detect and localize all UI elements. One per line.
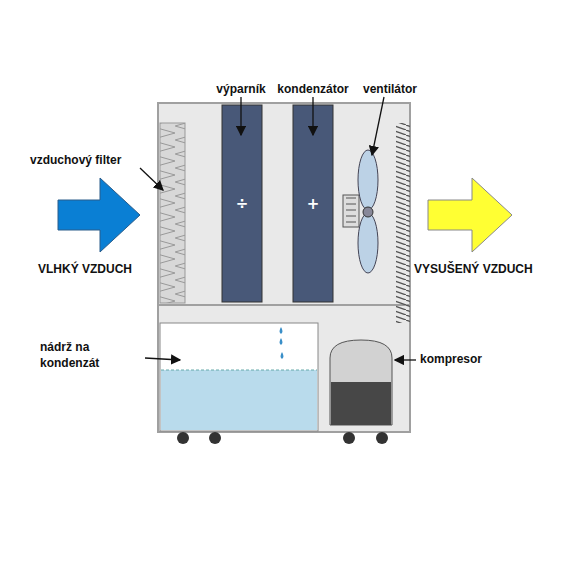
part-label: VYSUŠENÝ VZDUCH [414, 262, 533, 278]
fan [343, 150, 378, 273]
outflow-arrow [428, 178, 512, 252]
part-label: výparník [216, 82, 265, 98]
evaporator [222, 105, 262, 302]
heat-exchanger-bar: + [293, 105, 333, 302]
node-symbol: ÷ [236, 195, 249, 213]
outlet-grille [396, 123, 410, 323]
part-label: vzduchový filter [30, 153, 121, 169]
compressor [330, 340, 392, 425]
part-label: kompresor [420, 352, 482, 368]
condensate-tank [160, 323, 318, 431]
air-filter [160, 123, 185, 303]
heat-exchanger-bar: ÷ [222, 105, 262, 302]
part-label: VLHKÝ VZDUCH [38, 262, 132, 278]
part-label: ventilátor [363, 82, 417, 98]
leader-lines [140, 97, 416, 360]
wheels [177, 432, 388, 444]
node-symbol: + [307, 195, 320, 213]
inflow-arrow [58, 178, 140, 252]
part-label: nádrž na kondenzát [40, 340, 140, 371]
part-label: kondenzátor [277, 82, 348, 98]
